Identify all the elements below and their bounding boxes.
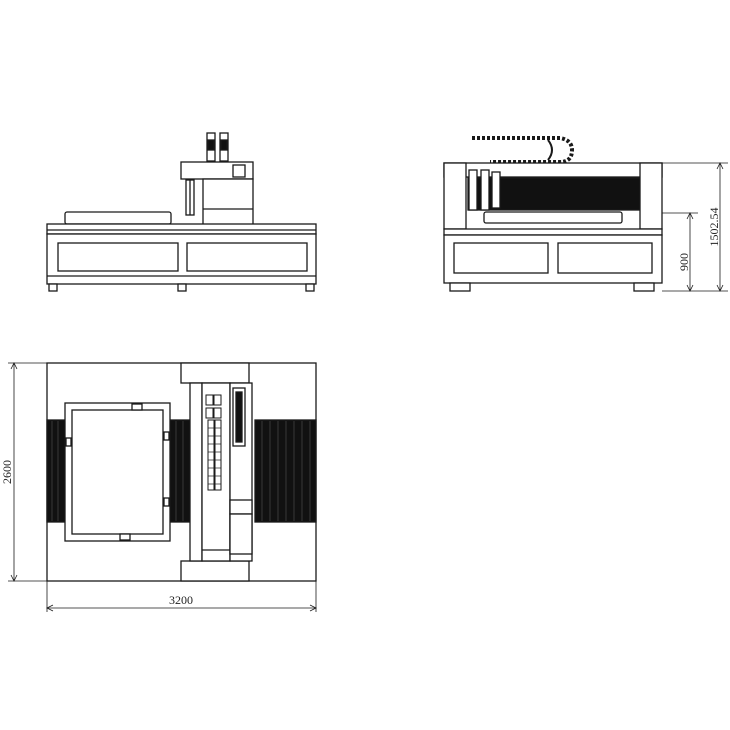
side-foot xyxy=(449,282,471,292)
top-feed-table-inner xyxy=(71,409,164,535)
front-frame-panel-left xyxy=(57,242,179,272)
side-view xyxy=(443,136,728,292)
side-table-top xyxy=(443,228,663,236)
side-frame-panel-left xyxy=(453,242,549,274)
dim-width: 2600 xyxy=(0,460,14,484)
front-foot xyxy=(177,283,187,292)
top-gantry-rail xyxy=(189,382,203,562)
top-belt-left xyxy=(46,419,66,523)
dim-total-height: 1502.54 xyxy=(707,208,721,247)
side-upright-left xyxy=(443,162,467,230)
front-frame-panel-right xyxy=(186,242,308,272)
top-belt-right xyxy=(254,419,317,523)
dim-length: 3200 xyxy=(169,593,193,607)
front-gantry-body xyxy=(202,178,254,233)
side-frame-panel-right xyxy=(557,242,653,274)
dim-table-height: 900 xyxy=(677,253,691,271)
side-upright-right xyxy=(639,162,663,230)
front-feed-plate xyxy=(64,211,172,225)
top-view xyxy=(8,362,317,612)
top-gantry-end-bottom xyxy=(180,560,250,582)
front-foot xyxy=(48,283,58,292)
front-table-top xyxy=(46,223,317,235)
front-view xyxy=(46,132,317,292)
top-gantry-end-top xyxy=(180,362,250,384)
top-belt-mid xyxy=(169,419,191,523)
side-table-slab xyxy=(483,211,623,224)
side-drag-chain xyxy=(472,136,575,164)
side-foot xyxy=(633,282,655,292)
front-foot xyxy=(305,283,315,292)
